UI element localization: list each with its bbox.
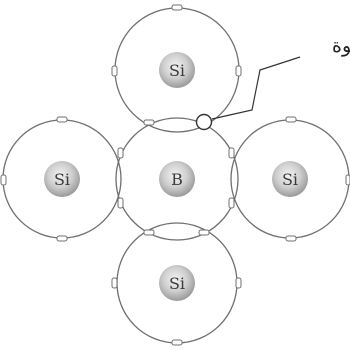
atom-label-bottom: Si	[169, 274, 185, 293]
hole-label: فجوة	[332, 35, 350, 57]
atom-label-top: Si	[169, 61, 185, 80]
nucleus-top	[159, 52, 195, 88]
nucleus-left	[44, 161, 80, 197]
nuclei	[44, 52, 308, 301]
nucleus-right	[272, 161, 308, 197]
electron	[235, 65, 242, 77]
electron	[56, 235, 68, 242]
atom-labels: Si Si B Si Si	[54, 61, 298, 293]
electron	[143, 119, 155, 126]
electron	[171, 339, 183, 346]
nucleus-bottom	[159, 265, 195, 301]
electron	[111, 65, 118, 77]
electron	[171, 4, 183, 11]
electron	[198, 229, 210, 236]
electron	[228, 197, 235, 209]
atom-label-left: Si	[54, 170, 70, 189]
electron	[228, 147, 235, 159]
electrons	[0, 4, 350, 346]
atom-label-center: B	[171, 170, 183, 189]
hole-callout-line	[211, 56, 301, 120]
electron	[111, 277, 118, 289]
nucleus-center	[159, 161, 195, 197]
electron	[285, 116, 297, 123]
electron	[285, 235, 297, 242]
electron	[117, 197, 124, 209]
electron	[143, 229, 155, 236]
electron	[345, 174, 350, 186]
electron	[0, 174, 7, 186]
electron	[56, 116, 68, 123]
electron	[235, 277, 242, 289]
atom-label-right: Si	[282, 170, 298, 189]
orbit-center	[115, 117, 239, 241]
electron	[117, 147, 124, 159]
hole-marker	[195, 113, 213, 131]
